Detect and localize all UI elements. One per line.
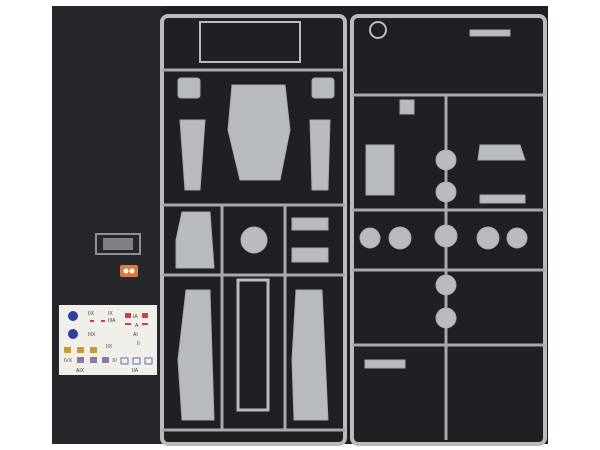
decal-marking: IIX xyxy=(88,311,95,317)
decal-marking: A xyxy=(135,323,139,329)
decal-marking: IA xyxy=(133,314,138,320)
photo-etch-part xyxy=(95,233,141,255)
decal-marking: IX xyxy=(108,311,113,317)
orange-tag xyxy=(120,265,138,277)
decal-sheet: IIX IX IIIA IA A IIIX AI IIX II IVX XI I… xyxy=(59,305,157,375)
decal-marking: XI xyxy=(112,358,117,364)
decal-marking: IIA xyxy=(132,368,139,374)
right-sprue xyxy=(350,14,547,446)
decal-marking: IVX xyxy=(64,358,73,364)
left-sprue xyxy=(160,14,347,446)
decal-marking: IIX xyxy=(106,344,113,350)
decal-marking: AIX xyxy=(76,368,85,374)
decal-marking: AI xyxy=(133,332,138,338)
mat-left-shade xyxy=(52,6,162,444)
decal-marking: II xyxy=(137,341,140,347)
decal-marking: IIIX xyxy=(88,332,96,338)
decal-marking: IIIA xyxy=(108,318,116,324)
